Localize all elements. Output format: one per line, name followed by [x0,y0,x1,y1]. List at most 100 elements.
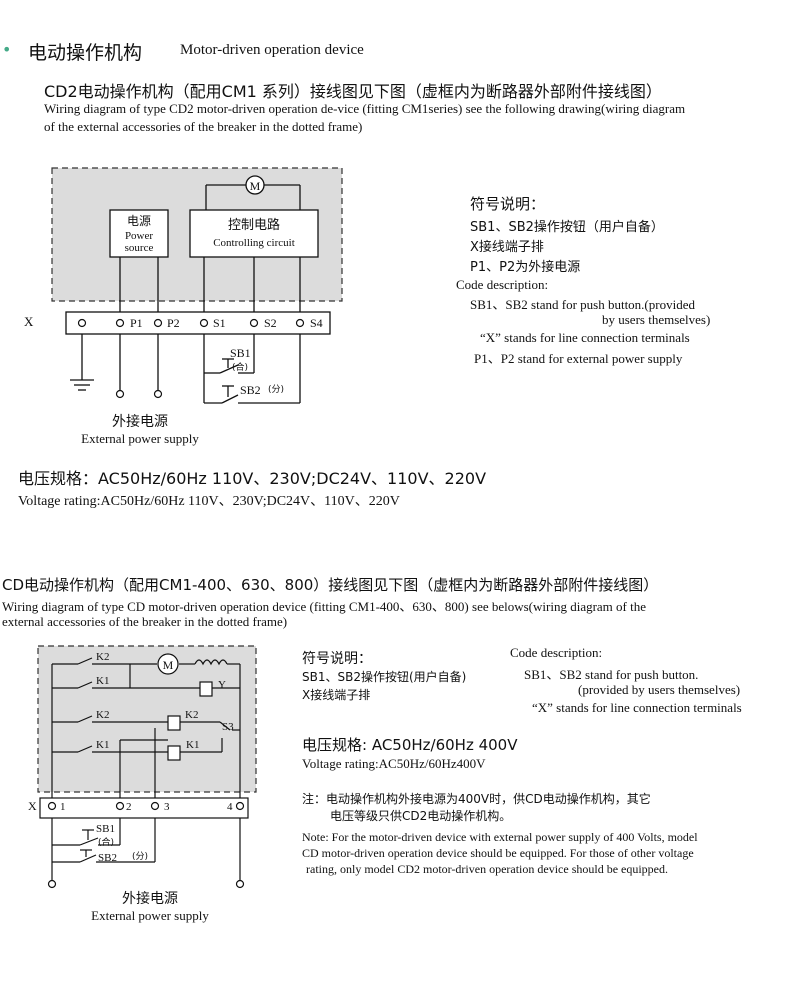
legend2-title-en: Code description: [510,645,603,660]
page-title-cn: 电动操作机构 [28,42,143,64]
terminal-strip-2-x-label: X [28,799,37,813]
wiring-diagram-cd2: M 电源 Power source 控制电路 Controlling circu… [24,167,343,446]
terminal-4-label: 4 [227,801,233,813]
legend2-line1-cn: SB1、SB2操作按钮(用户自备) [302,670,467,684]
note-en-2: CD motor-driven operation device should … [302,846,694,860]
k2-relay-label: K2 [185,709,198,721]
terminal-strip-x-label: X [24,314,34,329]
control-circuit-box [189,209,319,258]
sb2-sub: (分) [268,384,284,395]
sb1-switch-symbol [204,358,255,374]
k1-label-row2: K1 [96,675,109,687]
power-source-en-1: Power [125,230,153,242]
sb2-sub-2: (分) [132,851,148,862]
control-circuit-en: Controlling circuit [213,237,295,249]
section1-heading-cn: CD2电动操作机构（配用CM1 系列）接线图见下图（虚框内为断路器外部附件接线图… [44,82,662,101]
sb1-label-2: SB1 [96,823,115,835]
terminal-s1 [199,318,209,328]
sb2-switch-symbol-2 [52,849,156,863]
note-en-3: rating, only model CD2 motor-driven oper… [306,862,669,876]
external-supply-cn-2: 外接电源 [122,890,178,907]
note-en-1: Note: For the motor-driven device with e… [302,830,698,844]
legend1-title-cn: 符号说明： [470,195,546,213]
sb2-switch-symbol [204,385,300,404]
relay-k2-coil [167,715,181,731]
legend1-line3-en: P1、P2 stand for external power supply [474,351,683,366]
terminal-s1-label: S1 [213,316,226,330]
legend2-line1-en: SB1、SB2 stand for push button. [524,667,699,682]
bullet: • [2,40,12,59]
terminal-4 [235,801,245,811]
power-source-box [109,209,169,258]
terminal-s4 [295,318,305,328]
sb1-switch-symbol-2 [52,829,121,846]
terminal-1 [47,801,57,811]
legend2-line2-cn: X接线端子排 [302,688,371,702]
section2-heading-en-2: external accessories of the breaker in t… [2,614,288,629]
s3-label: S3 [222,721,234,733]
terminal-2-label: 2 [126,801,132,813]
terminal-p1 [115,318,125,328]
terminal-p2-label: P2 [167,316,180,330]
note-cn-1: 注：电动操作机构外接电源为400V时，供CD电动操作机构，其它 [302,792,651,806]
terminal-s2-label: S2 [264,316,277,330]
sb1-label: SB1 [230,346,251,360]
terminal-strip-2 [39,797,249,819]
terminal-p2 [153,318,163,328]
terminal-strip [65,311,331,335]
legend1-line3-cn: P1、P2为外接电源 [470,260,581,275]
terminal-1-label: 1 [60,801,66,813]
motor-symbol [245,175,265,195]
k2-label-row3: K2 [96,709,109,721]
power-source-en-2: source [125,242,154,254]
external-lead-4 [235,879,245,889]
legend1-title-en: Code description: [456,277,549,292]
section1-heading-en-1: Wiring diagram of type CD2 motor-driven … [44,101,686,116]
wiring-diagram-cd: M K2 K1 Y K2 K2 S3 K1 K1 X 1 2 3 4 SB1 (… [28,645,257,923]
legend1-line1-en: SB1、SB2 stand for push button.(provided [470,297,695,312]
section2-voltage-cn: 电压规格: AC50Hz/60Hz 400V [302,736,518,754]
section2-heading-cn: CD电动操作机构（配用CM1-400、630、800）接线图见下图（虚框内为断路… [2,576,659,594]
terminal-p1-label: P1 [130,316,143,330]
terminal-s4-label: S4 [310,316,323,330]
section1-voltage-en: Voltage rating:AC50Hz/60Hz 110V、230V;DC2… [18,494,400,509]
external-supply-en-2: External power supply [91,908,209,923]
external-lead-p1 [115,389,125,399]
power-source-cn: 电源 [127,214,151,228]
legend1-line2-en: “X” stands for line connection terminals [480,330,690,345]
control-circuit-cn: 控制电路 [228,217,280,233]
motor-symbol-2 [157,653,179,675]
legend2-title-cn: 符号说明： [302,651,372,667]
dotted-frame-2 [37,645,257,793]
legend1-line2-cn: X接线端子排 [470,240,544,255]
legend2-line1b-en: (provided by users themselves) [578,682,741,697]
section1-heading-en-2: of the external accessories of the break… [44,119,363,134]
terminal-s2 [249,318,259,328]
note-cn-2: 电压等级只供CD2电动操作机构。 [330,809,512,823]
external-supply-cn: 外接电源 [112,413,168,430]
k1-relay-label: K1 [186,739,199,751]
y-label: Y [218,679,226,691]
terminal-ground [77,318,87,328]
external-lead-p2 [153,389,163,399]
motor-label: M [250,179,261,193]
relay-k1-coil [167,745,181,761]
section1-voltage-cn: 电压规格：AC50Hz/60Hz 110V、230V;DC24V、110V、22… [18,469,487,488]
terminal-3 [150,801,160,811]
section2-heading-en-1: Wiring diagram of type CD motor-driven o… [2,599,647,614]
y-coil [199,681,213,697]
sb1-sub: (合) [232,361,248,373]
k2-label-row1: K2 [96,651,109,663]
terminal-2 [115,801,125,811]
external-lead-1 [47,879,57,889]
ground-icon [70,379,94,391]
section2-voltage-en: Voltage rating:AC50Hz/60Hz400V [302,756,486,771]
k1-label-row4: K1 [96,739,109,751]
legend1-line1-cn: SB1、SB2操作按钮（用户自备） [470,220,664,235]
sb2-label-2: SB2 [98,852,117,864]
sb1-sub-2: (合) [98,836,114,848]
sb2-label: SB2 [240,383,261,397]
legend1-line1b-en: by users themselves) [602,312,711,327]
motor-label-2: M [163,658,174,672]
legend2-line2-en: “X” stands for line connection terminals [532,700,742,715]
